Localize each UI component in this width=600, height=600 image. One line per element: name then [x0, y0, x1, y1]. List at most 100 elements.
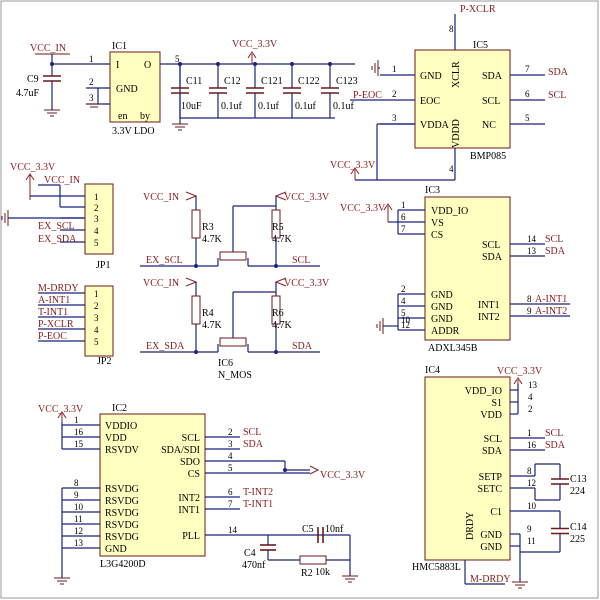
ground-icon — [54, 577, 70, 585]
hmc5883l-pin-setp: SETP — [479, 472, 503, 483]
vcc-33-label: VCC_3.3V — [497, 366, 543, 377]
l3g4200d-pin-num: 1 — [74, 415, 79, 425]
m-drdy-net-hmc: M-DRDY — [470, 574, 511, 585]
c12-value: 0.1uf — [221, 101, 243, 112]
c123-value: 0.1uf — [333, 101, 355, 112]
bmp085-pin-num: 1 — [392, 64, 397, 74]
hmc5883l-pin-num: 1 — [527, 428, 532, 438]
t-int2-net: T-INT2 — [243, 487, 273, 498]
vcc-in-label: VCC_IN — [143, 278, 179, 289]
hmc5883l-ic4-body — [424, 376, 511, 561]
adxl345-pin-num: 4 — [401, 296, 406, 306]
jp2-body — [84, 285, 114, 357]
adxl345-pin-num: 13 — [527, 246, 537, 256]
p-xclr-net-top: P-XCLR — [460, 4, 496, 15]
l3g4200d-pin-vdd: VDD — [105, 433, 127, 444]
power-arrow-icon — [383, 203, 393, 222]
fet-ref: IC6 — [218, 358, 233, 369]
vcc-33-label: VCC_3.3V — [232, 39, 278, 50]
sda-net: SDA — [545, 246, 566, 257]
l3g4200d-pin-rsvdg: RSVDG — [105, 508, 139, 519]
jp2-pin: 4 — [94, 325, 99, 335]
bmp085-pin-num: 8 — [449, 24, 454, 34]
c122-value: 0.1uf — [295, 101, 317, 112]
adxl345-pin-gnd: GND — [431, 314, 453, 325]
ldo-ic1-body — [109, 51, 161, 123]
power-arrow-icon — [185, 277, 198, 287]
ldo-pin-num: 5 — [175, 54, 180, 64]
hmc5883l-pin-setc: SETC — [478, 484, 503, 495]
bmp085-pin-sda: SDA — [482, 71, 503, 82]
vcc-33-label: VCC_3.3V — [320, 470, 366, 481]
jp2-pin: 1 — [94, 289, 99, 299]
adxl345-pin-vs: VS — [431, 218, 444, 229]
scl-net: SCL — [545, 234, 563, 245]
adxl345-pin-int2: INT2 — [478, 312, 500, 323]
left-net: EX_SCL — [146, 255, 183, 266]
hmc5883l-pin-num: 8 — [527, 466, 532, 476]
hmc5883l-pin-num: 9 — [527, 524, 532, 534]
adxl345-pin-num: 14 — [527, 234, 537, 244]
l3g4200d-pin-int2: INT2 — [178, 493, 200, 504]
adxl345-pin-gnd: GND — [431, 302, 453, 313]
l3g4200d-pin-num: 12 — [74, 526, 83, 536]
hmc5883l-ref: IC4 — [425, 365, 440, 376]
bmp085-pin-num: 7 — [525, 64, 530, 74]
c14-ref: C14 — [570, 522, 587, 533]
l3g4200d-pin-pll: PLL — [182, 531, 200, 542]
hmc5883l-pin-num: 16 — [527, 440, 537, 450]
l3g4200d-pin-rsvdg: RSVDG — [105, 520, 139, 531]
ldo-pin-num: 2 — [89, 77, 94, 87]
c13-ref: C13 — [570, 474, 587, 485]
r2-ref: R2 — [301, 568, 313, 579]
vcc-33-label: VCC_3.3V — [38, 404, 84, 415]
bmp085-pin-nc: NC — [482, 120, 496, 131]
p-eoc-net: P-EOC — [38, 331, 67, 342]
adxl345-pin-sda: SDA — [482, 252, 503, 263]
a-int1-net: A-INT1 — [38, 295, 70, 306]
fet-value: N_MOS — [218, 370, 252, 381]
l3g4200d-pin-sda/sdi: SDA/SDI — [161, 445, 200, 456]
t-int1-net: T-INT1 — [38, 307, 68, 318]
jp1-pin: 5 — [94, 238, 99, 248]
c9-value: 4.7uF — [16, 88, 40, 99]
hmc5883l-pin-gnd: GND — [480, 542, 502, 553]
l3g4200d-pin-num: 5 — [228, 463, 233, 473]
l3g4200d-pin-num: 14 — [228, 525, 238, 535]
scl-net: SCL — [545, 428, 563, 439]
bmp085-ref: IC5 — [473, 40, 488, 51]
ldo-pin-en: en — [118, 111, 127, 122]
junction — [194, 264, 198, 268]
resistor-r4 — [191, 295, 201, 325]
ldo-pin-in: I — [116, 60, 119, 71]
l3g4200d-pin-sdo: SDO — [180, 457, 200, 468]
bmp085-section: P-XCLR 8 IC5 XCLR VDDD BMP085 1GND2EOC3V… — [330, 4, 569, 181]
l3g4200d-pin-num: 13 — [74, 538, 84, 548]
hmc5883l-section: IC4 HMC5883L VCC_3.3V VDD_IOS1VDD13421SC… — [412, 365, 587, 589]
resistor-r3 — [191, 209, 201, 239]
jp1-pin: 3 — [94, 214, 99, 224]
adxl345-pin-gnd: GND — [431, 290, 453, 301]
resistor-r2 — [299, 555, 327, 565]
r4-value: 4.7K — [202, 320, 223, 331]
r6-ref: R6 — [272, 308, 284, 319]
jp1-body — [84, 183, 114, 255]
l3g4200d-pin-num: 9 — [74, 490, 79, 500]
ground-icon — [44, 109, 60, 117]
jp2-pin: 3 — [94, 313, 99, 323]
vcc-33-label: VCC_3.3V — [284, 278, 330, 289]
c5-value: 10nf — [325, 524, 344, 535]
vcc-in-label: VCC_IN — [30, 43, 66, 54]
c13-value: 224 — [570, 486, 585, 497]
c5-ref: C5 — [302, 524, 314, 535]
l3g4200d-pin-cs: CS — [188, 469, 200, 480]
ex-scl-net: EX_SCL — [38, 221, 75, 232]
l3g4200d-pin-rsvdg: RSVDG — [105, 484, 139, 495]
left-net: EX_SDA — [146, 341, 185, 352]
adxl345-pin-num: 6 — [401, 212, 406, 222]
